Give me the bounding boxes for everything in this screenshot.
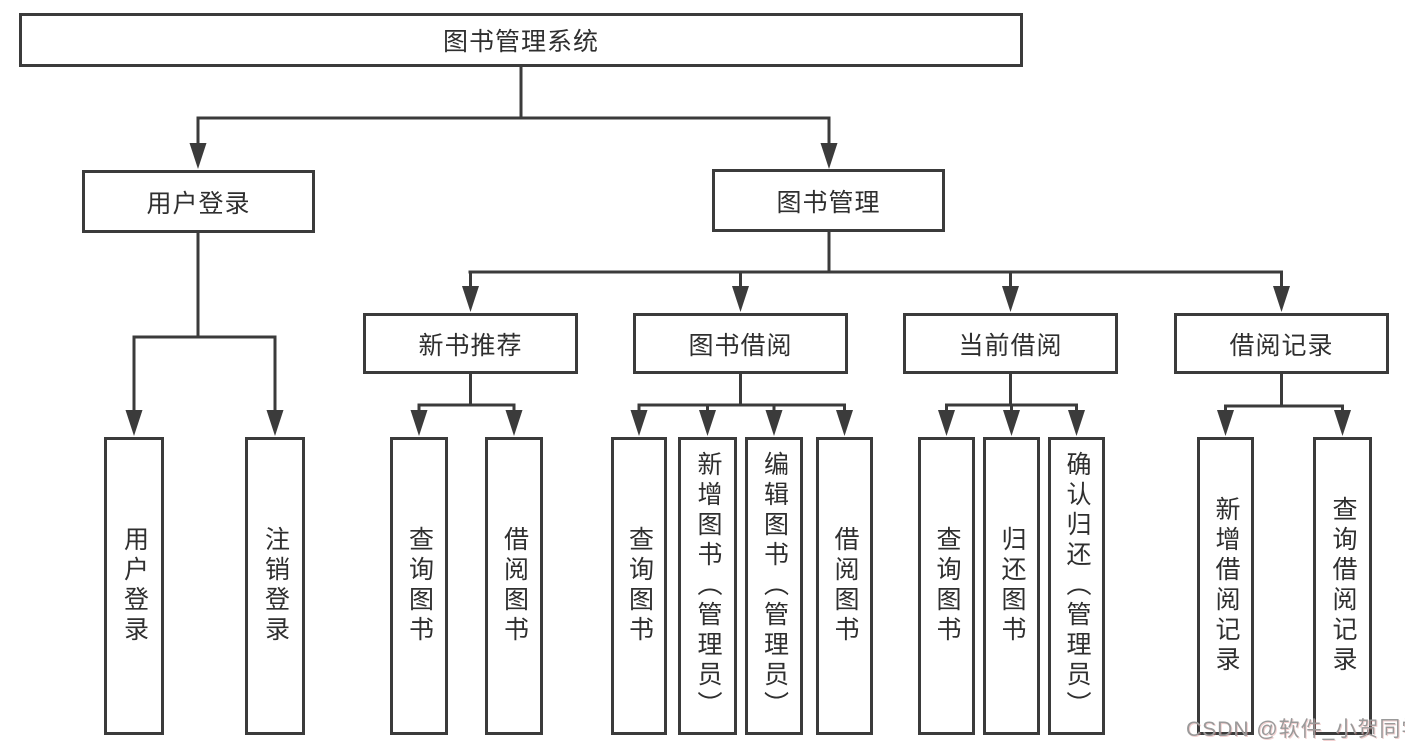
arrowhead-icon [125, 410, 143, 436]
connector-book-borrow-to-leaves [630, 374, 853, 436]
leaf-label: 查询图书 [405, 526, 434, 646]
connector-borrow-records-to-leaves [1217, 374, 1351, 436]
leaf-query-borrow-record: 查询借阅记录 [1313, 437, 1372, 735]
leaf-label: 确认归还（管理员） [1063, 451, 1091, 721]
arrowhead-icon [1334, 410, 1351, 436]
leaf-edit-books-admin: 编辑图书（管理员） [745, 437, 803, 735]
leaf-add-books-admin: 新增图书（管理员） [678, 437, 737, 735]
leaf-query-books-current: 查询图书 [918, 437, 975, 735]
node-new-book-recommend: 新书推荐 [363, 313, 578, 374]
leaf-label: 注销登录 [261, 526, 290, 646]
leaf-label: 借阅图书 [500, 526, 529, 646]
connector-new-book-to-leaves [410, 374, 523, 436]
connector-line [468, 232, 1283, 292]
arrowhead-icon [938, 410, 955, 436]
connector-line [417, 374, 516, 416]
connector-current-borrow-to-leaves [938, 374, 1085, 436]
node-user-login: 用户登录 [82, 170, 315, 233]
leaf-borrow-books-recommend: 借阅图书 [485, 437, 543, 735]
leaf-label: 新增借阅记录 [1212, 496, 1240, 676]
connector-line [196, 67, 831, 148]
connector-line [1224, 374, 1344, 416]
node-library-management-system: 图书管理系统 [19, 13, 1023, 67]
node-current-borrow: 当前借阅 [903, 313, 1118, 374]
arrowhead-icon [1068, 410, 1085, 436]
arrowhead-icon [732, 286, 749, 312]
leaf-label: 新增图书（管理员） [694, 451, 722, 721]
leaf-confirm-return-admin: 确认归还（管理员） [1048, 437, 1105, 735]
arrowhead-icon [836, 410, 853, 436]
leaf-borrow-books: 借阅图书 [816, 437, 873, 735]
leaf-label: 查询图书 [625, 526, 654, 646]
leaf-label: 查询借阅记录 [1329, 496, 1357, 676]
connector-line [132, 233, 277, 416]
leaf-query-books-recommend: 查询图书 [390, 437, 448, 735]
arrowhead-icon [1273, 286, 1290, 312]
connector-user-login-to-leaves [125, 233, 284, 436]
leaf-label: 归还图书 [998, 526, 1026, 646]
node-borrow-records: 借阅记录 [1174, 313, 1389, 374]
arrowhead-icon [1217, 410, 1234, 436]
arrowhead-icon [765, 410, 783, 436]
arrowhead-icon [820, 143, 838, 169]
arrowhead-icon [1002, 286, 1019, 312]
csdn-watermark: CSDN @软件_小贺同学 [1186, 718, 1405, 741]
arrowhead-icon [266, 410, 284, 436]
leaf-query-books-borrow: 查询图书 [611, 437, 667, 735]
leaf-logout: 注销登录 [245, 437, 305, 735]
leaf-label: 查询图书 [933, 526, 961, 646]
connector-line [945, 374, 1078, 416]
leaf-label: 用户登录 [120, 526, 149, 646]
connector-root-to-level2 [189, 67, 838, 169]
arrowhead-icon [1003, 410, 1020, 436]
leaf-label: 编辑图书（管理员） [760, 451, 789, 721]
leaf-return-books: 归还图书 [983, 437, 1040, 735]
leaf-user-login: 用户登录 [104, 437, 164, 735]
arrowhead-icon [630, 410, 648, 436]
arrowhead-icon [189, 143, 207, 169]
arrowhead-icon [410, 410, 428, 436]
connector-line [637, 374, 846, 416]
arrowhead-icon [462, 286, 479, 312]
arrowhead-icon [505, 410, 523, 436]
node-book-borrow: 图书借阅 [633, 313, 848, 374]
node-book-management: 图书管理 [712, 169, 945, 232]
arrowhead-icon [699, 410, 716, 436]
leaf-label: 借阅图书 [831, 526, 859, 646]
leaf-add-borrow-record: 新增借阅记录 [1197, 437, 1254, 735]
connector-book-mgmt-to-level3 [462, 232, 1290, 312]
